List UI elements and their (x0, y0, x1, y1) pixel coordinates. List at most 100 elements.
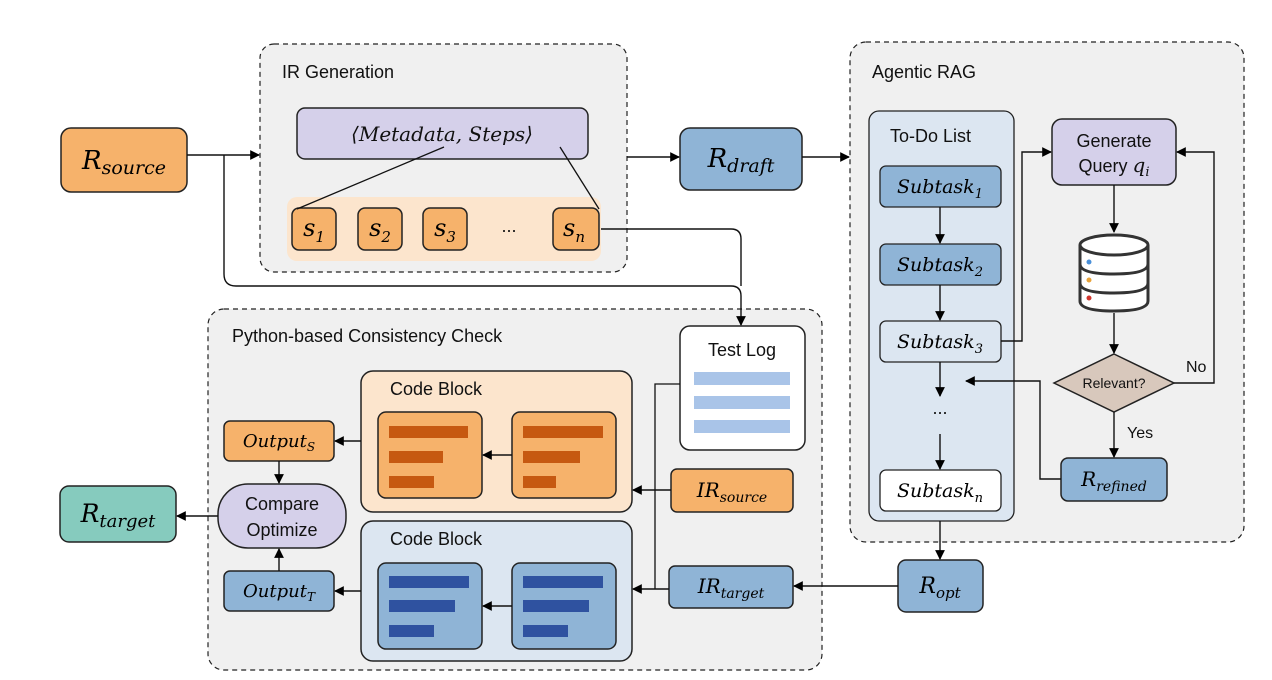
arrow-subtask3-query (1001, 147, 1052, 342)
output-s-sub: S (307, 440, 315, 454)
r-source-base: R (81, 146, 102, 176)
r-refined-sub: refined (1096, 479, 1147, 495)
optimize-label: Optimize (246, 520, 317, 540)
svg-text:Subtaskn: Subtaskn (897, 480, 983, 506)
step-n-sub: n (575, 228, 585, 246)
compare-optimize-node: Compare Optimize (217, 483, 347, 549)
code-card-target-left (377, 562, 483, 650)
r-refined-node: Rrefined (1060, 457, 1168, 502)
database-icon (1078, 233, 1150, 313)
agentic-rag-title: Agentic RAG (872, 62, 976, 82)
zoom-line-left (296, 146, 445, 210)
todo-list-title: To-Do List (890, 126, 971, 146)
output-t-base: Output (243, 581, 308, 602)
r-target-base: R (80, 499, 100, 528)
consistency-check-title: Python-based Consistency Check (232, 326, 503, 346)
r-draft-node: Rdraft (679, 127, 803, 191)
subtask-1-sub: 1 (975, 187, 983, 202)
metadata-steps-box (296, 107, 589, 160)
svg-text:Rdraft: Rdraft (707, 144, 775, 177)
subtask-3-sub: 3 (975, 342, 983, 357)
svg-text:IRtarget: IRtarget (697, 574, 765, 602)
ir-source-base: IR (696, 478, 720, 502)
code-card-target-right (511, 562, 617, 650)
relevant-label: Relevant? (1082, 375, 1145, 391)
code-card-source-left (377, 411, 483, 499)
svg-text:IRsource: IRsource (696, 478, 767, 506)
svg-text:Subtask1: Subtask1 (897, 176, 983, 202)
no-label: No (1186, 359, 1207, 376)
ir-source-node: IRsource (670, 468, 794, 513)
test-log: Test Log (679, 325, 806, 451)
svg-text:Rtarget: Rtarget (80, 499, 157, 532)
code-card-source-right (511, 411, 617, 499)
subtask-2-base: Subtask (897, 254, 975, 276)
step-3-sub: 3 (446, 228, 456, 246)
zoom-line-right (559, 146, 600, 210)
svg-text:Rrefined: Rrefined (1080, 467, 1147, 495)
svg-text:OutputT: OutputT (243, 581, 316, 604)
r-source-node: Rsource (60, 127, 188, 193)
query-label: Query (1078, 156, 1127, 176)
steps-ellipsis: ... (501, 216, 516, 236)
generate-label: Generate (1076, 131, 1151, 151)
arrow-refined-todo (965, 376, 1061, 480)
step-2-base: s (369, 214, 381, 242)
r-source-sub: source (102, 157, 166, 179)
yes-label: Yes (1127, 425, 1153, 442)
subtask-ellipsis: ... (932, 398, 947, 418)
r-draft-base: R (707, 144, 728, 174)
ir-target-base: IR (697, 574, 721, 598)
ir-target-node: IRtarget (668, 565, 794, 609)
svg-text:Rsource: Rsource (81, 146, 166, 179)
r-opt-base: R (918, 574, 936, 599)
query-var-sub: i (1145, 165, 1149, 180)
svg-text:Subtask3: Subtask3 (897, 331, 983, 357)
step-n-base: s (563, 214, 575, 242)
subtask-2-sub: 2 (974, 265, 983, 280)
subtask-1: Subtask1 (879, 165, 1002, 208)
output-s-base: Output (243, 431, 308, 452)
step-3-base: s (434, 214, 446, 242)
code-block-target: Code Block (360, 520, 633, 662)
step-1-sub: 1 (315, 228, 325, 246)
r-draft-sub: draft (727, 155, 775, 177)
subtask-2: Subtask2 (879, 243, 1002, 286)
subtask-n-base: Subtask (897, 480, 975, 502)
output-t-node: OutputT (223, 570, 335, 612)
code-block-source: Code Block (360, 370, 633, 513)
code-block-target-title: Code Block (390, 529, 483, 549)
step-box-1: s1 (291, 207, 337, 251)
svg-text:sn: sn (563, 214, 585, 246)
test-log-title: Test Log (708, 340, 776, 360)
relevant-decision: Relevant? (1052, 353, 1176, 413)
arrow-no-loop (1174, 147, 1215, 384)
step-box-2: s2 (357, 207, 403, 251)
subtask-3-base: Subtask (897, 331, 975, 353)
subtask-1-base: Subtask (897, 176, 975, 198)
r-target-sub: target (99, 511, 156, 532)
r-opt-node: Ropt (897, 559, 984, 613)
testlog-bracket (654, 383, 680, 589)
svg-text:Subtask2: Subtask2 (897, 254, 983, 280)
output-t-sub: T (307, 590, 316, 604)
ir-target-sub: target (721, 586, 765, 602)
compare-label: Compare (245, 494, 319, 514)
step-box-n: sn (552, 207, 600, 251)
code-block-source-title: Code Block (390, 379, 483, 399)
svg-text:OutputS: OutputS (243, 431, 315, 454)
arrow-stepn-testlog (601, 228, 742, 286)
arrow-source-testlog (223, 155, 746, 326)
subtask-n: Subtaskn (879, 469, 1002, 512)
ir-source-sub: source (720, 490, 767, 506)
subtask-n-sub: n (975, 491, 983, 506)
r-refined-base: R (1080, 467, 1096, 491)
svg-text:s2: s2 (369, 214, 391, 246)
ir-generation-title: IR Generation (282, 62, 394, 82)
svg-text:Ropt: Ropt (918, 574, 961, 602)
subtask-3: Subtask3 (879, 320, 1002, 363)
